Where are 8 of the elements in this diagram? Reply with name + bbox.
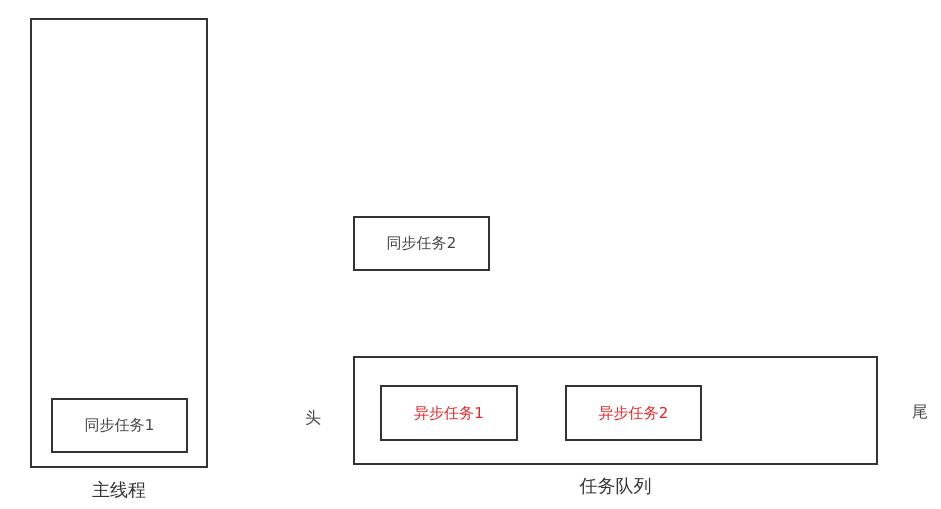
task-box: 异步任务1 <box>380 385 518 441</box>
task-box: 异步任务2 <box>565 385 702 441</box>
panel-caption: 主线程 <box>92 480 146 502</box>
panel-caption: 任务队列 <box>580 476 652 498</box>
queue-end-label: 头 <box>305 408 321 428</box>
task-box: 同步任务1 <box>51 398 188 453</box>
task-box: 同步任务2 <box>353 216 490 271</box>
queue-end-label: 尾 <box>912 402 928 422</box>
